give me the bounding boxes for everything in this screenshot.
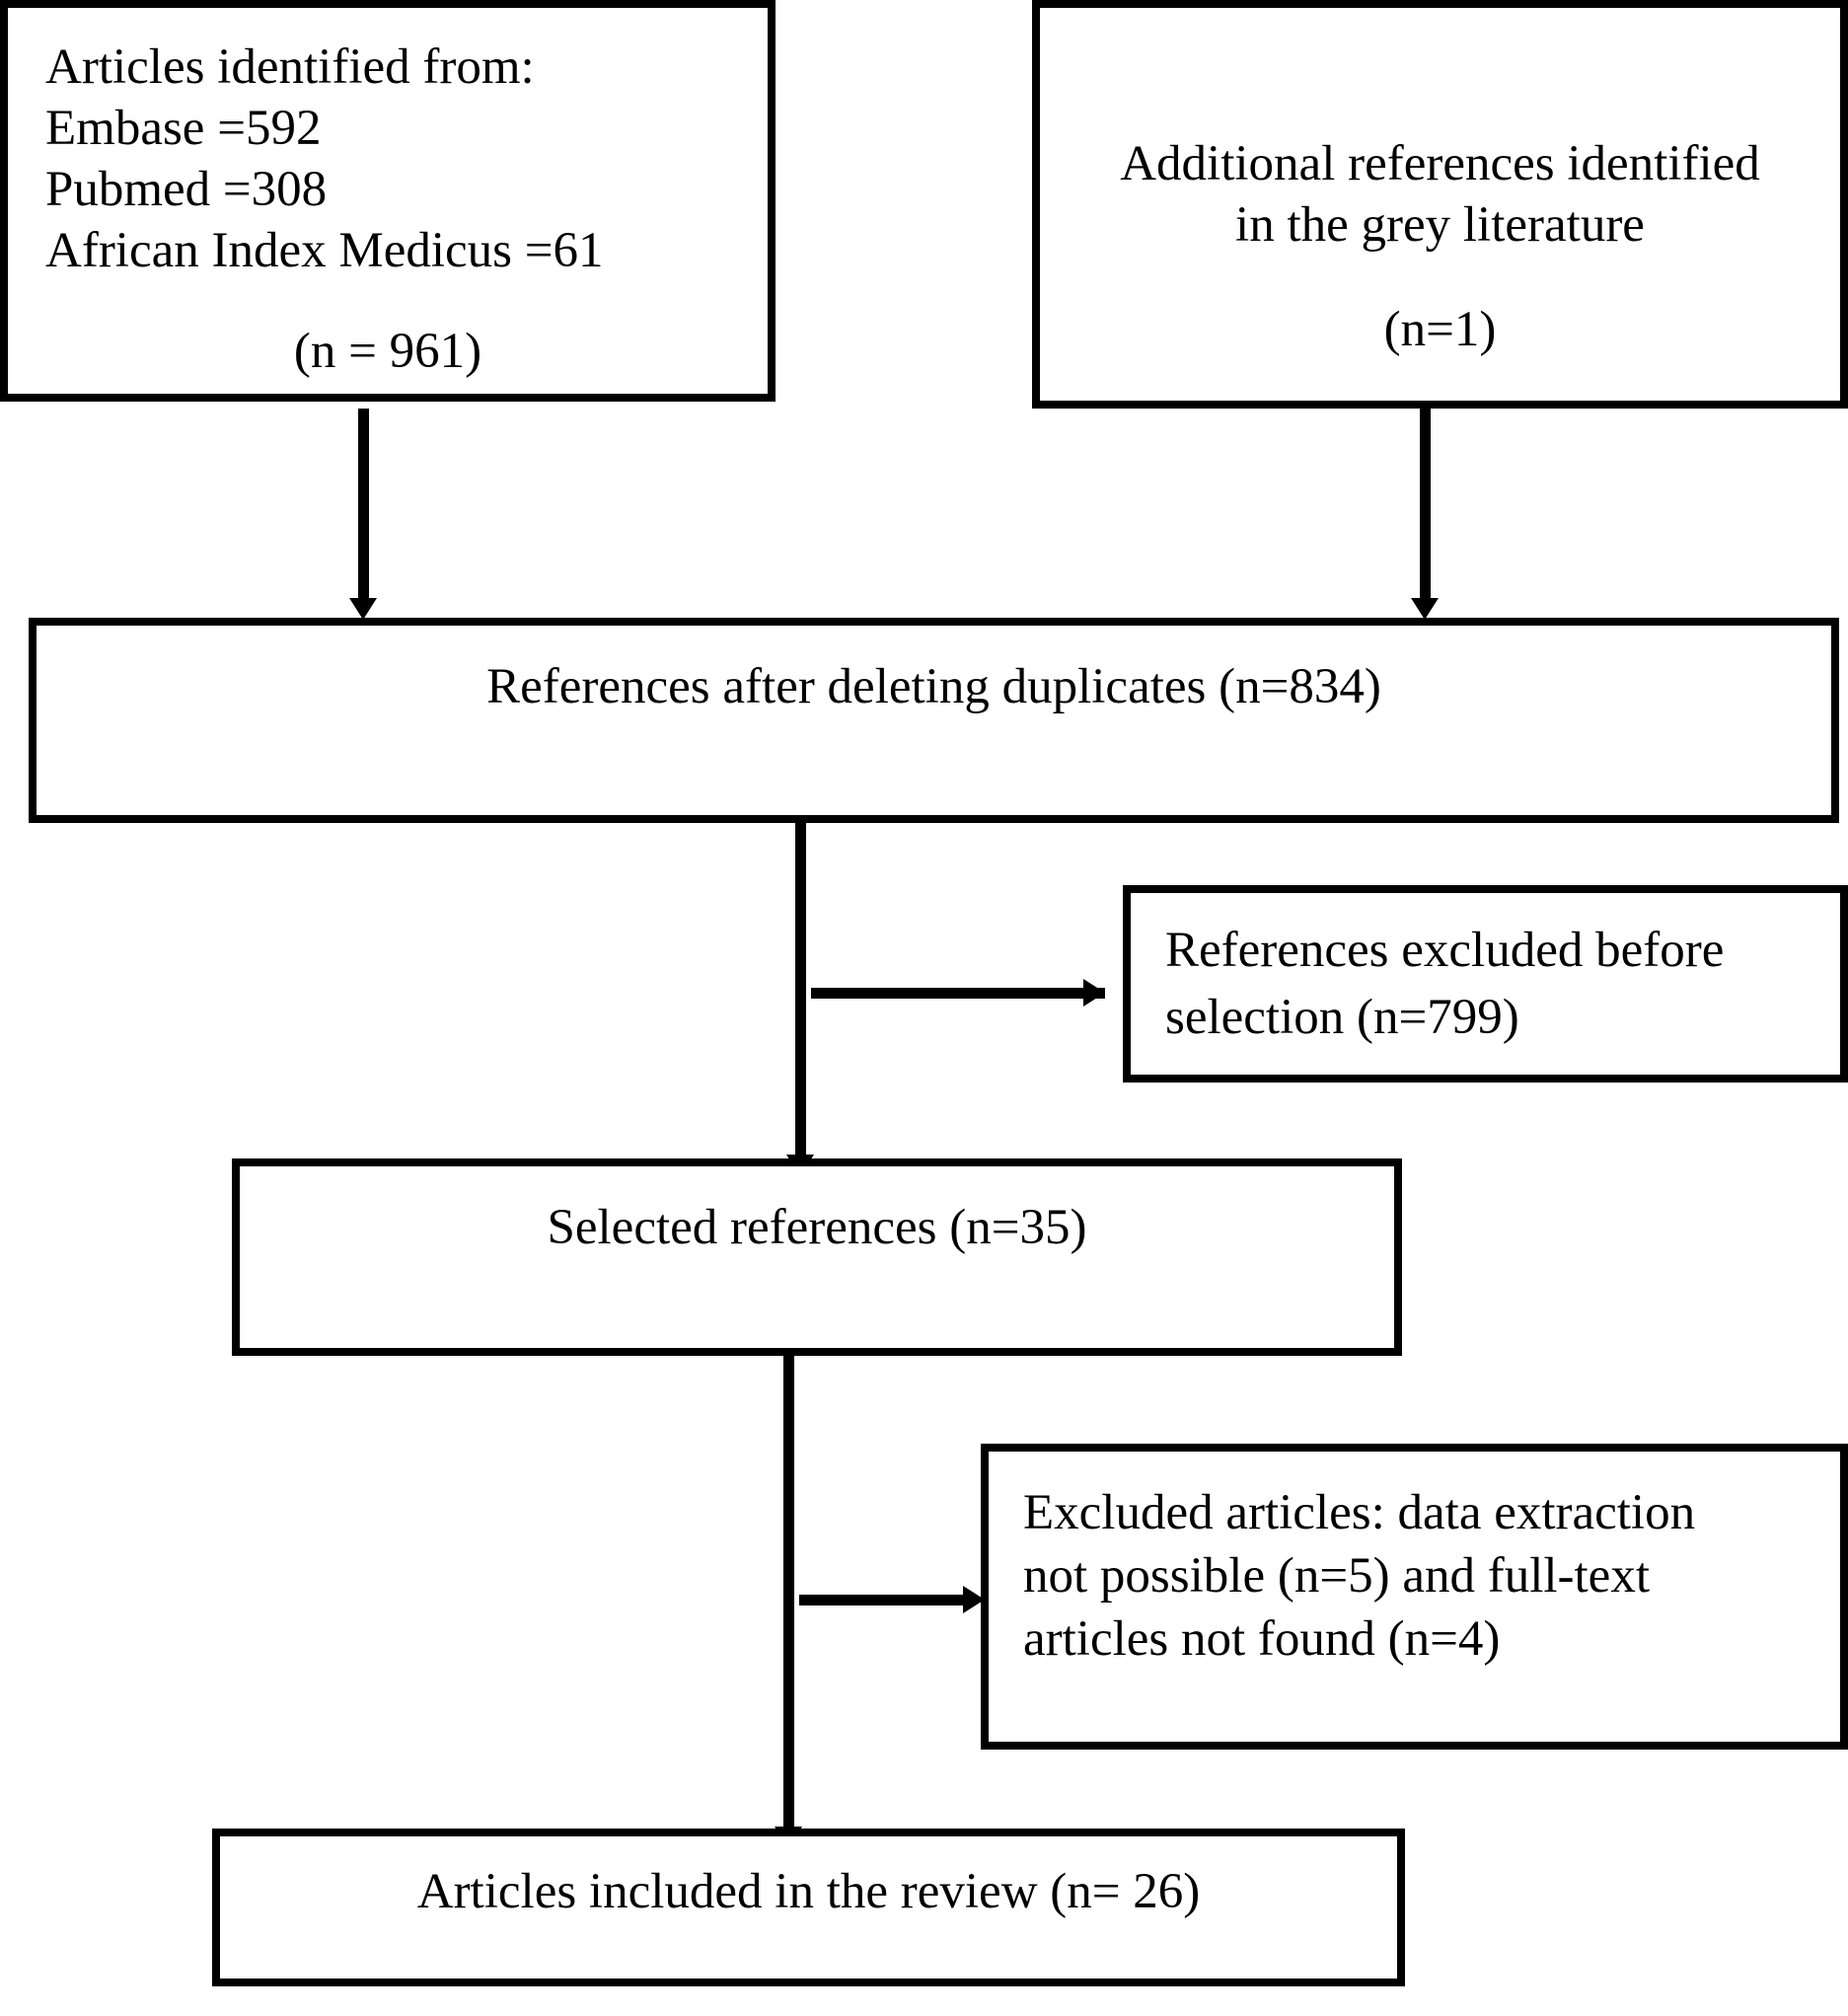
included-articles-box: Articles included in the review (n= 26) [212,1829,1405,1986]
grey-literature-line-1: Additional references identified [1120,136,1760,191]
arrow-dedup-to-selected [795,823,806,1158]
excluded-articles-line-2: not possible (n=5) and full-text [1023,1548,1650,1604]
arrowhead-to-excluded-articles [963,1586,985,1613]
selected-references-box: Selected references (n=35) [232,1158,1402,1356]
sources-heading: Articles identified from: [45,39,535,95]
arrow-to-excluded-articles [799,1595,965,1605]
arrowhead-sources-to-dedup [349,598,377,620]
deduplicated-references-text: References after deleting duplicates (n=… [486,659,1381,714]
excluded-articles-box: Excluded articles: data extraction not p… [981,1444,1848,1750]
grey-literature-box: Additional references identified in the … [1032,0,1848,409]
identified-count: (n = 961) [293,324,482,379]
arrow-to-excluded-before [811,988,1105,999]
excluded-before-line-1: References excluded before [1165,923,1725,978]
arrow-grey-to-dedup [1420,409,1431,602]
arrowhead-to-excluded-before [1083,979,1105,1007]
excluded-before-line-2: selection (n=799) [1165,990,1519,1045]
deduplicated-references-box: References after deleting duplicates (n=… [29,618,1839,823]
source-african-index-medicus: African Index Medicus =61 [45,223,604,278]
arrowhead-grey-to-dedup [1411,598,1439,620]
included-articles-text: Articles included in the review (n= 26) [416,1864,1201,1919]
arrow-sources-to-dedup [358,409,369,602]
excluded-before-selection-box: References excluded before selection (n=… [1123,885,1848,1083]
excluded-articles-line-3: articles not found (n=4) [1023,1611,1501,1667]
source-pubmed: Pubmed =308 [45,162,328,217]
arrow-selected-to-included [783,1356,794,1832]
grey-literature-line-2: in the grey literature [1235,197,1645,253]
excluded-articles-line-1: Excluded articles: data extraction [1023,1485,1696,1540]
source-embase: Embase =592 [45,101,322,156]
identified-articles-box: Articles identified from: Embase =592 Pu… [0,0,776,402]
selected-references-text: Selected references (n=35) [547,1200,1087,1255]
grey-literature-count: (n=1) [1383,302,1497,357]
